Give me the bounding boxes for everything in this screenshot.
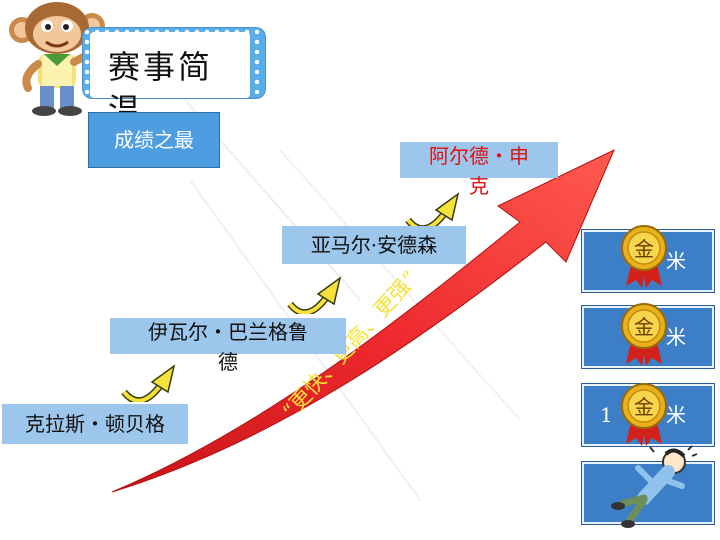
record-suffix: 米 — [666, 249, 686, 273]
athlete-name: 阿尔德・申 — [429, 144, 529, 168]
title-card-inner — [90, 32, 250, 98]
medal-label: 金 — [634, 395, 654, 419]
page-title: 赛事简 温 — [108, 46, 248, 129]
monkey-mascot-icon — [9, 2, 122, 116]
curved-arrow-icon — [287, 276, 342, 314]
page-title-line1: 赛事简 — [108, 48, 214, 86]
record-prefix: 1 — [600, 403, 613, 427]
athlete-name-wrap: 克 — [469, 174, 489, 198]
curved-arrow-icon — [121, 364, 176, 402]
achievement-label: 成绩之最 — [88, 112, 220, 168]
athlete-step-1: 克拉斯・顿贝格 — [2, 404, 188, 444]
record-suffix: 米 — [666, 325, 686, 349]
medal-label: 金 — [634, 237, 654, 261]
athlete-name: 伊瓦尔・巴兰格鲁 — [148, 320, 308, 344]
athlete-step-2: 伊瓦尔・巴兰格鲁 德 — [110, 318, 346, 374]
athlete-step-4: 阿尔德・申 克 — [400, 142, 558, 198]
medal-label: 金 — [634, 315, 654, 339]
gold-medal-icon: 金 — [621, 225, 667, 288]
gold-medal-icon: 金 — [621, 303, 667, 366]
athlete-step-3: 亚马尔·安德森 — [282, 226, 466, 264]
athlete-name: 克拉斯・顿贝格 — [25, 412, 165, 436]
athlete-name: 亚马尔·安德森 — [310, 233, 438, 257]
gold-medal-icon: 金 — [621, 383, 667, 446]
athlete-name-wrap: 德 — [218, 350, 238, 374]
record-suffix: 米 — [666, 403, 686, 427]
falling-man-icon — [611, 445, 698, 528]
